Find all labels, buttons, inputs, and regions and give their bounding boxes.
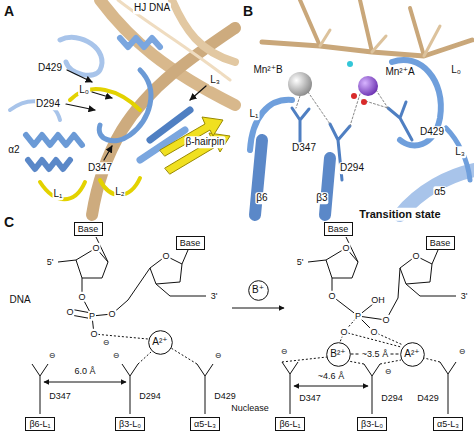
- annotation-label: 3': [210, 291, 219, 301]
- atom-label: O: [381, 315, 390, 325]
- residue-label: D347: [87, 162, 113, 174]
- atom-label: O: [341, 243, 350, 253]
- circle-shape: [326, 342, 350, 366]
- residue-box: β3-L₀: [115, 417, 145, 431]
- distance-label: ~4.6 Å: [317, 371, 345, 381]
- distance-label: 6.0 Å: [73, 366, 96, 376]
- residue-label: D294: [380, 393, 404, 403]
- node-text: B²⁺: [330, 348, 345, 360]
- annotation-label: HJ DNA: [133, 2, 171, 14]
- node-text: β6-L₁: [279, 419, 300, 429]
- atom-label: O: [411, 251, 420, 261]
- atom-label: P: [354, 311, 362, 321]
- node-text: β3-L₀: [361, 419, 383, 429]
- circle-shape: [400, 342, 424, 366]
- residue-label: D429: [213, 391, 237, 401]
- node-text: α5-L₃: [437, 419, 459, 429]
- atom-label: O: [161, 251, 170, 261]
- base-box: Base: [74, 222, 103, 236]
- annotation-label: DNA: [8, 294, 31, 306]
- circle-shape: [148, 330, 172, 354]
- residue-label: D294: [35, 98, 61, 110]
- atom-label: O: [91, 243, 100, 253]
- base-box: Base: [324, 222, 353, 236]
- residue-label: D347: [298, 393, 322, 403]
- annotation-label: L₁: [249, 108, 260, 120]
- atom-label: O: [327, 291, 336, 301]
- annotation-label: Mn²⁺A: [384, 66, 415, 78]
- annotation-label: 3': [460, 291, 469, 301]
- atom-label: O: [77, 292, 86, 302]
- circle-shape: [248, 280, 268, 300]
- base-box: Base: [426, 236, 455, 250]
- atom-label: OH: [370, 295, 386, 305]
- residue-label: D429: [37, 62, 63, 74]
- residue-label: D347: [291, 142, 317, 154]
- panel-a-structure: [10, 0, 235, 215]
- node-text: Base: [78, 224, 99, 234]
- atom-label: ⊖: [214, 351, 223, 360]
- residue-box: β3-L₀: [357, 417, 387, 431]
- annotation-label: α2: [7, 144, 20, 156]
- annotation-label: L₀: [78, 84, 90, 96]
- annotation-label: 5': [46, 257, 55, 267]
- atom-label: ⊖: [102, 338, 111, 347]
- annotation-label: L₂: [114, 186, 125, 198]
- node-text: A²⁺: [152, 336, 167, 348]
- atom-label: O: [65, 307, 74, 317]
- atom-label: P: [88, 311, 96, 321]
- metal-ion-circle: B²⁺: [326, 342, 351, 367]
- annotation-label: Mn²⁺B: [252, 64, 283, 76]
- node-text: α5-L₃: [194, 419, 216, 429]
- residue-box: α5-L₃: [433, 417, 463, 431]
- atom-label: ⊖: [458, 347, 467, 356]
- node-text: Base: [430, 238, 451, 248]
- residue-label: D429: [416, 393, 440, 403]
- residue-box: β6-L₁: [275, 417, 305, 431]
- annotation-label: Transition state: [358, 208, 441, 221]
- annotation-label: β3: [315, 192, 328, 204]
- residue-label: D347: [48, 391, 72, 401]
- atom-label: ⊖: [384, 367, 393, 376]
- panel-letter: A: [3, 3, 15, 19]
- annotation-label: L₁: [53, 188, 64, 200]
- residue-box: β6-L₁: [25, 417, 55, 431]
- atom-label: O: [89, 329, 98, 339]
- atom-label: O: [369, 327, 378, 337]
- residue-box: α5-L₃: [190, 417, 220, 431]
- metal-ion-circle: A²⁺: [148, 330, 173, 355]
- node-text: β3-L₀: [119, 419, 141, 429]
- panel-letter: C: [3, 214, 15, 230]
- base-catalyst-circle: B⁺: [248, 280, 269, 301]
- residue-label: D429: [419, 126, 445, 138]
- node-text: Base: [328, 224, 349, 234]
- node-text: β6-L₁: [29, 419, 50, 429]
- annotation-label: α5: [433, 186, 446, 198]
- node-text: B⁺: [252, 284, 264, 296]
- annotation-label: β-hairpin: [184, 136, 225, 148]
- panel-letter: B: [242, 3, 254, 19]
- atom-label: ⊖: [280, 347, 289, 356]
- atom-label: ⊖: [48, 351, 57, 360]
- metal-ion-circle: A²⁺: [400, 342, 425, 367]
- annotation-label: L₃: [454, 146, 466, 158]
- panel-b-active-site: [250, 0, 474, 215]
- annotation-label: Nuclease: [230, 403, 270, 413]
- atom-label: O: [339, 327, 348, 337]
- residue-label: D294: [339, 162, 365, 174]
- atom-label: ⊖: [112, 351, 121, 360]
- node-text: A²⁺: [404, 348, 419, 360]
- annotation-label: β6: [255, 192, 268, 204]
- annotation-label: 5': [296, 257, 305, 267]
- annotation-label: L₃: [209, 74, 221, 86]
- panel-c-scheme: [32, 237, 456, 414]
- atom-label: O: [107, 309, 116, 319]
- annotation-label: L₀: [450, 64, 462, 76]
- node-text: Base: [180, 238, 201, 248]
- residue-label: D294: [138, 391, 162, 401]
- edge-label: ~3.5 Å: [360, 349, 390, 359]
- base-box: Base: [176, 236, 205, 250]
